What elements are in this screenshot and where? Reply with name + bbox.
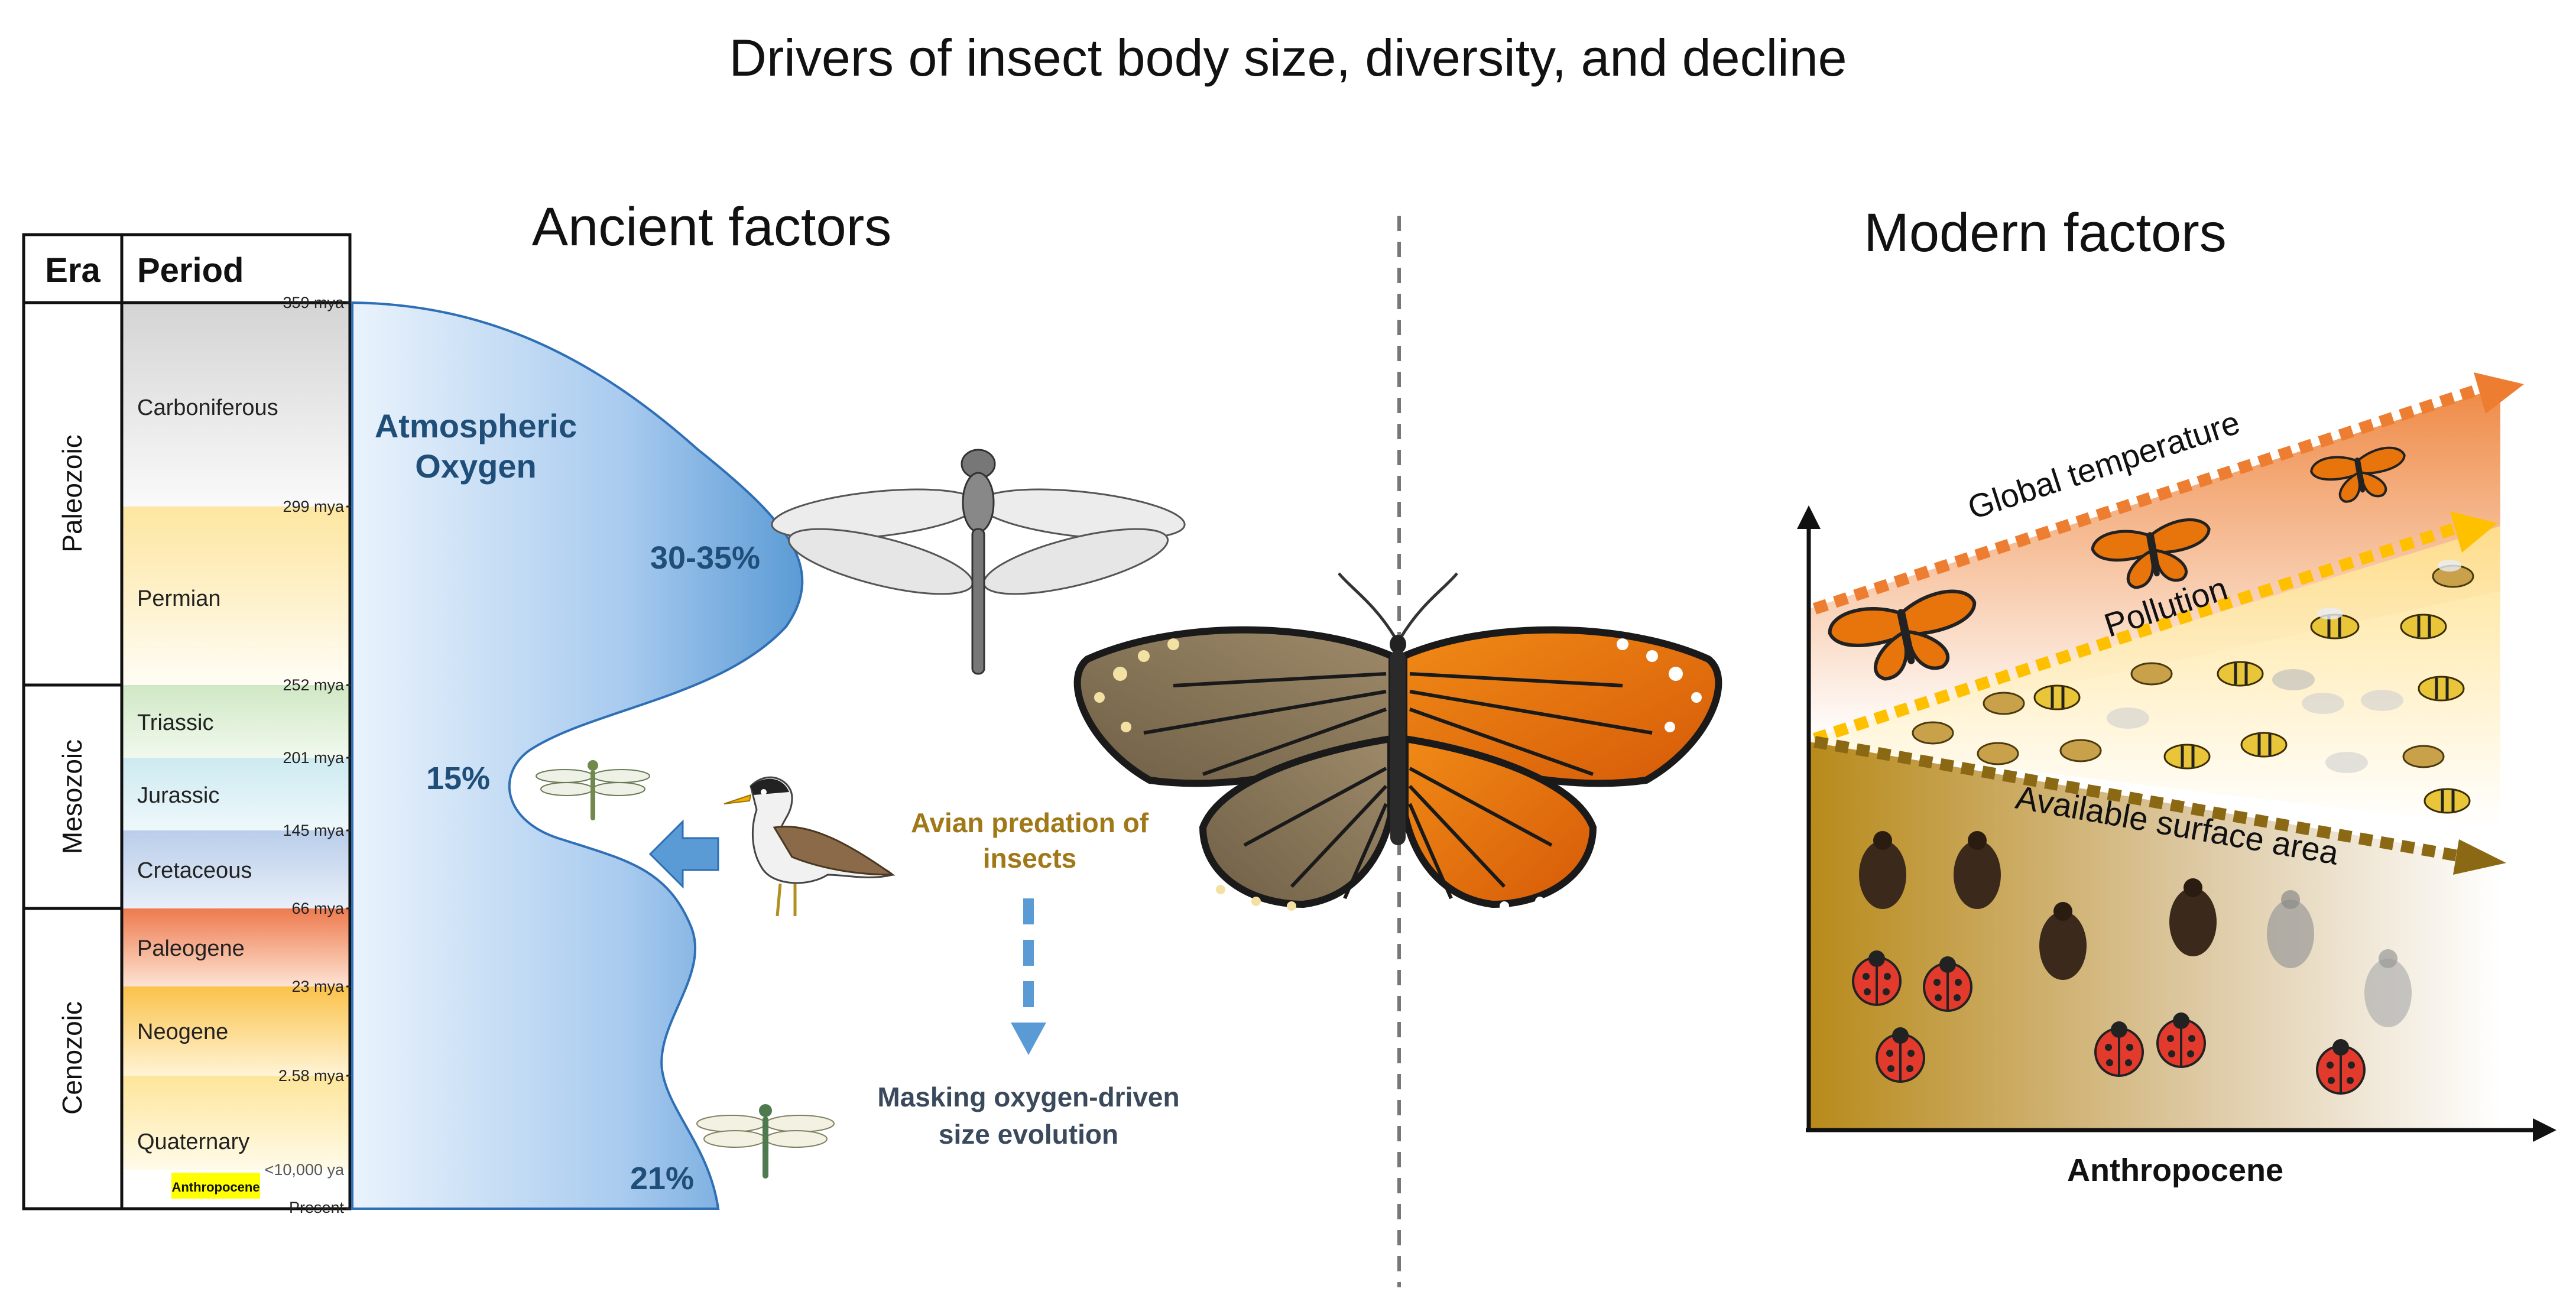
dragonfly-icon [771, 449, 1186, 675]
era-paleozoic: Paleozoic [57, 434, 87, 552]
anthropocene-band [171, 1173, 260, 1199]
x-axis-label: Anthropocene [2067, 1153, 2283, 1188]
temperature-trend-arrow [1812, 384, 2479, 615]
boundary-present: Present [289, 1199, 345, 1216]
period-triassic: Triassic [137, 710, 213, 735]
era-header: Era [45, 251, 100, 290]
boundary-201: 201 mya [283, 749, 345, 767]
oxygen-value-present: 21% [630, 1161, 694, 1196]
period-carboniferous: Carboniferous [137, 395, 278, 420]
period-permian: Permian [137, 586, 221, 611]
predation-label-line1: Avian predation of [911, 807, 1149, 838]
surface-area-trend-arrow [1813, 736, 2466, 863]
era-cenozoic: Cenozoic [57, 1001, 87, 1115]
oxygen-value-low: 15% [426, 761, 490, 796]
period-paleogene-band [122, 908, 350, 986]
period-jurassic: Jurassic [137, 783, 219, 808]
present-dragonfly-icon [696, 1104, 835, 1179]
beetle-icon [1859, 831, 2412, 1027]
ladybug-icon [1852, 950, 2366, 1095]
butterfly-icon [2091, 518, 2211, 589]
oxygen-label-line1: Atmospheric [375, 407, 577, 444]
period-cretaceous: Cretaceous [137, 858, 252, 883]
figure-title: Drivers of insect body size, diversity, … [729, 28, 1847, 87]
period-triassic-band [122, 685, 350, 758]
period-neogene: Neogene [137, 1020, 228, 1044]
period-neogene-band [122, 986, 350, 1076]
boundary-252: 252 mya [283, 676, 345, 694]
oxygen-effect-arrow [648, 819, 719, 889]
period-paleogene: Paleogene [137, 936, 245, 961]
oxygen-value-high: 30-35% [650, 540, 760, 576]
geologic-time-table: Era Period Paleozoic Mesozoic Cenozoic C… [22, 233, 355, 1216]
bee-icon [1912, 560, 2474, 814]
period-quaternary-band [122, 1076, 350, 1170]
modern-factors-heading: Modern factors [1864, 203, 2227, 263]
boundary-23: 23 mya [291, 978, 345, 995]
oxygen-label-line2: Oxygen [415, 447, 536, 485]
ancient-factors-heading: Ancient factors [532, 197, 892, 257]
masking-label-line2: size evolution [939, 1119, 1118, 1150]
period-quaternary: Quaternary [137, 1130, 249, 1154]
masking-arrow [1011, 898, 1046, 1055]
bird-icon [724, 776, 896, 917]
butterfly-icon [2310, 446, 2406, 503]
boundary-359: 359 mya [283, 294, 345, 311]
period-permian-band [122, 507, 350, 685]
anthropocene-label: Anthropocene [171, 1180, 259, 1195]
masking-label-line1: Masking oxygen-driven [877, 1082, 1179, 1112]
period-header: Period [137, 251, 244, 290]
small-dragonfly-icon [536, 760, 650, 820]
butterfly-icon [1828, 589, 1977, 681]
butterfly-icon [1073, 572, 1722, 911]
era-mesozoic: Mesozoic [57, 739, 87, 854]
boundary-2-58: 2.58 mya [278, 1067, 345, 1085]
boundary-145: 145 mya [283, 822, 345, 839]
period-jurassic-band [122, 758, 350, 830]
boundary-299: 299 mya [283, 498, 345, 515]
boundary-10000: <10,000 ya [265, 1161, 345, 1179]
period-carboniferous-band [122, 303, 350, 507]
oxygen-curve [351, 301, 804, 1210]
predation-label-line2: insects [983, 843, 1077, 874]
pollution-trend-arrow [1812, 523, 2455, 745]
boundary-66: 66 mya [291, 900, 345, 917]
period-cretaceous-band [122, 830, 350, 908]
